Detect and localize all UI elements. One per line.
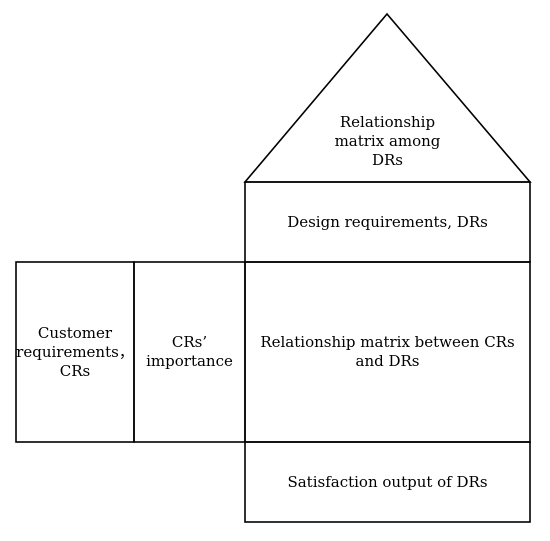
- roof-label-line: Relationship: [339, 112, 436, 131]
- relationship-matrix-line: and DRs: [355, 352, 420, 370]
- relationship-matrix-line: Relationship matrix between CRs: [260, 333, 515, 351]
- roof-label-line: matrix among: [334, 131, 441, 150]
- customer-requirements-line: Customer: [37, 323, 113, 342]
- satisfaction-output-label: Satisfaction output of DRs: [245, 442, 530, 522]
- satisfaction-output-box: [244, 441, 531, 523]
- design-requirements-label: Design requirements, DRs: [245, 182, 530, 262]
- roof-label: Relationship matrix among DRs: [300, 108, 475, 174]
- design-requirements-text: Design requirements, DRs: [287, 212, 488, 231]
- roof-label-line: DRs: [371, 150, 403, 169]
- cr-importance-line: importance: [146, 352, 233, 370]
- customer-requirements-label: Customer requirements， CRs: [16, 262, 134, 442]
- satisfaction-output-text: Satisfaction output of DRs: [287, 472, 488, 491]
- relationship-matrix-label: Relationship matrix between CRs and DRs: [245, 262, 530, 442]
- customer-requirements-line: requirements，: [16, 342, 134, 361]
- customer-requirements-line: CRs: [59, 361, 91, 380]
- cr-importance-line: CRs’: [171, 333, 208, 351]
- cr-importance-label: CRs’ importance: [134, 262, 245, 442]
